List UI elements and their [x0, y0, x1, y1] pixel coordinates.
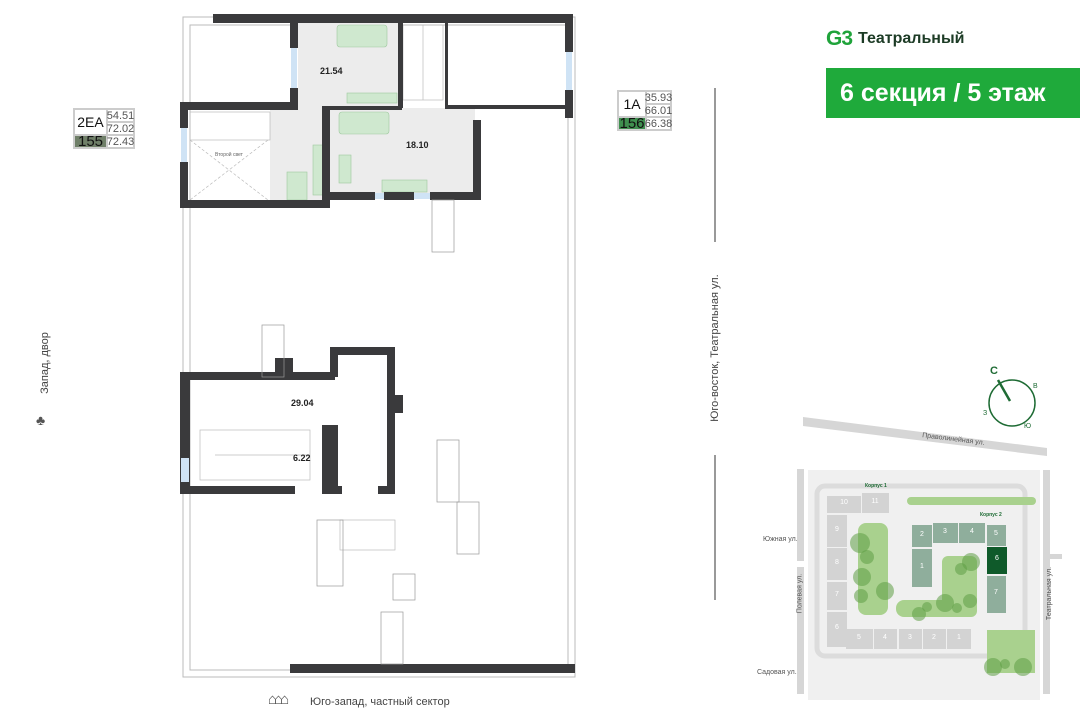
apartment-info-155[interactable]: 2ЕА 54.51 72.02 155 72.43	[73, 108, 135, 150]
room-area-label: 6.22	[293, 453, 311, 463]
stairs	[189, 24, 444, 551]
street-teatralnaya: Театральная ул.	[1046, 566, 1053, 621]
logo-mark: G3	[826, 27, 853, 50]
street-sadovaya: Садовая ул.	[757, 669, 797, 676]
compass-west: З	[983, 410, 988, 417]
apartment-code: 1А	[618, 91, 646, 117]
site-section-korpus1-11[interactable]: 11	[871, 498, 879, 505]
site-section-korpus1-4[interactable]: 4	[883, 634, 887, 641]
road-pravolineynaya	[803, 417, 1047, 456]
site-section-korpus1-3[interactable]: 3	[908, 634, 912, 641]
orientation-west: Запад, двор	[39, 332, 51, 394]
korpus1-label: Корпус 1	[865, 483, 887, 489]
highlighted-section-6	[987, 547, 1007, 574]
skylights	[261, 199, 480, 665]
site-section-korpus1-1[interactable]: 1	[957, 634, 961, 641]
room-area-label: 21.54	[320, 66, 343, 76]
area-value: 66.01	[644, 104, 673, 117]
area-value: 72.43	[106, 135, 135, 148]
house-icon: ⌂⌂⌂	[268, 691, 289, 708]
second-light-cross	[189, 139, 269, 201]
area-value: 66.38	[644, 117, 673, 130]
site-section-korpus1-5[interactable]: 5	[857, 634, 861, 641]
street-yuzhnaya: Южная ул.	[763, 536, 798, 543]
second-light-label: Второй свет	[215, 152, 243, 158]
site-section-korpus1-8[interactable]: 8	[835, 559, 839, 566]
site-section-korpus2-3[interactable]: 3	[943, 528, 947, 535]
compass	[988, 379, 1036, 427]
trees	[850, 533, 1032, 676]
site-section-korpus2-4[interactable]: 4	[970, 528, 974, 535]
room-area-label: 29.04	[291, 398, 314, 408]
apartment-code: 2ЕА	[74, 109, 107, 135]
site-section-korpus2-1[interactable]: 1	[920, 563, 924, 570]
compass-north: С	[990, 365, 998, 377]
area-value: 54.51	[106, 109, 135, 122]
korpus2-label: Корпус 2	[980, 512, 1002, 518]
korpus2-buildings	[912, 523, 1006, 613]
section-floor-banner: 6 секция / 5 этаж	[826, 68, 1080, 118]
korpus1-buildings	[827, 493, 971, 649]
site-section-korpus1-9[interactable]: 9	[835, 526, 839, 533]
furniture	[286, 24, 428, 201]
site-section-korpus2-5[interactable]: 5	[994, 530, 998, 537]
site-section-korpus2-6[interactable]: 6	[995, 555, 999, 562]
site-section-korpus1-6[interactable]: 6	[835, 624, 839, 631]
windows	[181, 48, 572, 482]
compass-south: Ю	[1024, 423, 1032, 430]
apartment-number: 155	[74, 133, 107, 150]
orientation-southeast: Юго-восток, Театральная ул.	[709, 274, 721, 422]
apartment-number: 156	[618, 115, 646, 132]
site-section-korpus1-7[interactable]: 7	[835, 591, 839, 598]
compass-east: В	[1033, 383, 1038, 390]
site-section-korpus2-7[interactable]: 7	[994, 589, 998, 596]
site-section-korpus2-2[interactable]: 2	[920, 531, 924, 538]
area-value: 35.93	[644, 91, 673, 104]
site-section-korpus1-10[interactable]: 10	[840, 499, 848, 506]
apartment-info-156[interactable]: 1А 35.93 66.01 156 66.38	[617, 90, 673, 132]
tree-icon: ♣	[36, 412, 46, 428]
logo-text: Театральный	[858, 30, 965, 47]
logo: G3 Театральный	[826, 27, 964, 51]
site-map	[797, 379, 1062, 700]
orientation-southwest: Юго-запад, частный сектор	[310, 696, 450, 708]
room-area-label: 18.10	[406, 140, 429, 150]
site-section-korpus1-2[interactable]: 2	[932, 634, 936, 641]
street-polevaya: Полевая ул.	[796, 573, 804, 614]
area-value: 72.02	[106, 122, 135, 135]
